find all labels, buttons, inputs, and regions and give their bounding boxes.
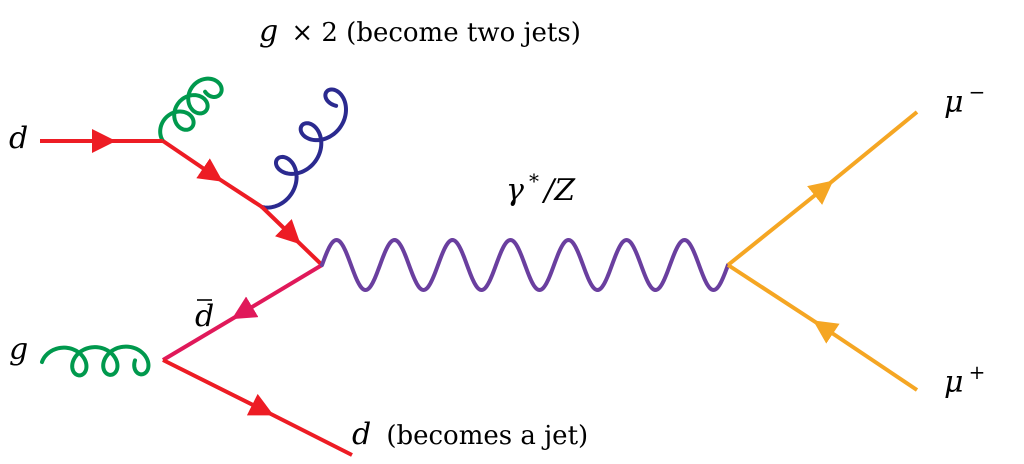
mu-symbol: μ bbox=[944, 85, 964, 120]
label-dbar: d bbox=[195, 299, 214, 334]
label-gluons-out: g × 2 (become two jets) bbox=[259, 14, 581, 49]
label-mu-plus: μ + bbox=[944, 360, 985, 400]
z-symbol: /Z bbox=[541, 173, 576, 208]
quark-internal-2b bbox=[290, 234, 324, 267]
d-symbol: d bbox=[352, 417, 371, 452]
quark-internal-1b bbox=[211, 173, 264, 209]
label-g-incoming: g bbox=[9, 332, 28, 367]
gluon-note: × 2 (become two jets) bbox=[291, 18, 581, 48]
label-d-incoming: d bbox=[9, 121, 28, 156]
gamma-symbol: γ bbox=[506, 173, 524, 208]
antiquark-dbar-line-b bbox=[161, 311, 244, 362]
minus-superscript: − bbox=[969, 80, 986, 104]
muon-minus-line-b bbox=[822, 110, 919, 190]
antiquark-dbar-line-a bbox=[231, 263, 324, 320]
muon-minus-line-a bbox=[726, 180, 834, 267]
gluon-incoming-line bbox=[40, 344, 151, 378]
svg-text:d: d bbox=[195, 299, 214, 334]
gluon-top-blue-line bbox=[260, 87, 348, 210]
quark-internal-1a bbox=[161, 139, 223, 182]
plus-superscript: + bbox=[969, 360, 986, 384]
gluon-symbol: g bbox=[259, 14, 278, 49]
label-d-outgoing: d (becomes a jet) bbox=[352, 417, 588, 452]
label-mu-minus: μ − bbox=[944, 80, 985, 120]
quark-internal-2a bbox=[260, 205, 301, 245]
star-superscript: * bbox=[529, 169, 539, 193]
muon-plus-line-a bbox=[813, 320, 919, 392]
boson-propagator-line bbox=[320, 237, 730, 293]
mu-symbol: μ bbox=[944, 365, 964, 400]
quark-d-outgoing-line-b bbox=[262, 408, 353, 457]
muon-plus-line-b bbox=[726, 263, 825, 329]
quark-d-outgoing-line-a bbox=[162, 358, 274, 416]
d-note: (becomes a jet) bbox=[386, 421, 588, 451]
gluon-top-green-line bbox=[158, 76, 224, 143]
label-boson: γ * /Z bbox=[506, 169, 576, 208]
